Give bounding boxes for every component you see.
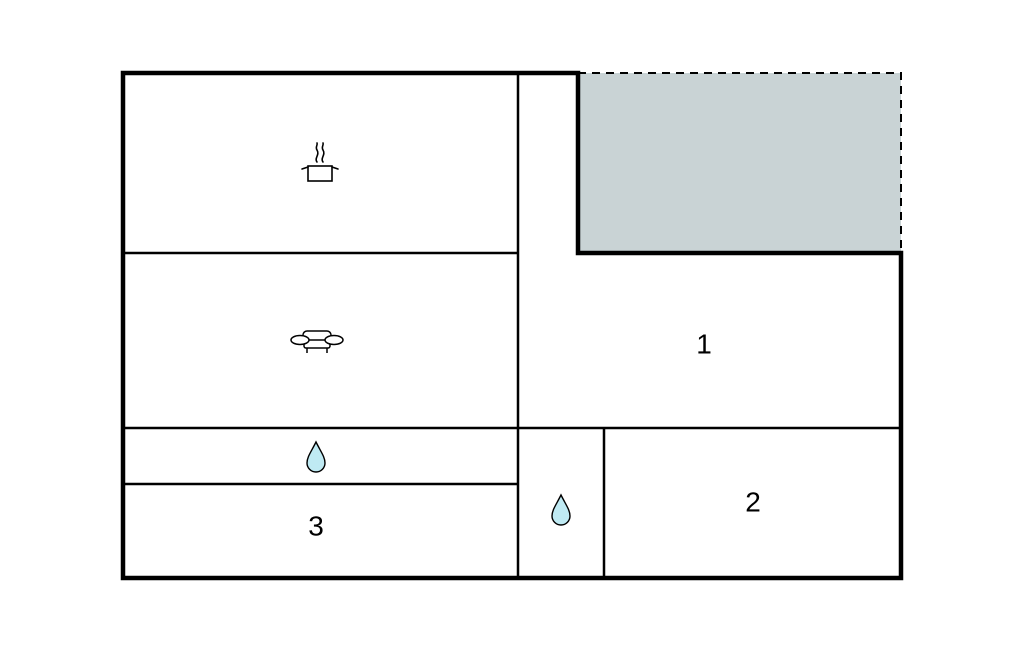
water-drop-icon <box>306 440 326 473</box>
room-label-3: 3 <box>308 510 324 541</box>
terrace <box>578 72 902 253</box>
room-label-2: 2 <box>745 486 761 517</box>
interior-walls <box>123 73 901 578</box>
cooking-pot-icon <box>301 142 339 182</box>
sofa-icon <box>290 330 344 353</box>
water-drop-icon <box>551 493 571 526</box>
exterior-wall <box>120 70 904 581</box>
terrace-fill <box>578 73 901 253</box>
terrace-dashed-edge <box>578 72 902 253</box>
room-label-1: 1 <box>696 328 712 359</box>
